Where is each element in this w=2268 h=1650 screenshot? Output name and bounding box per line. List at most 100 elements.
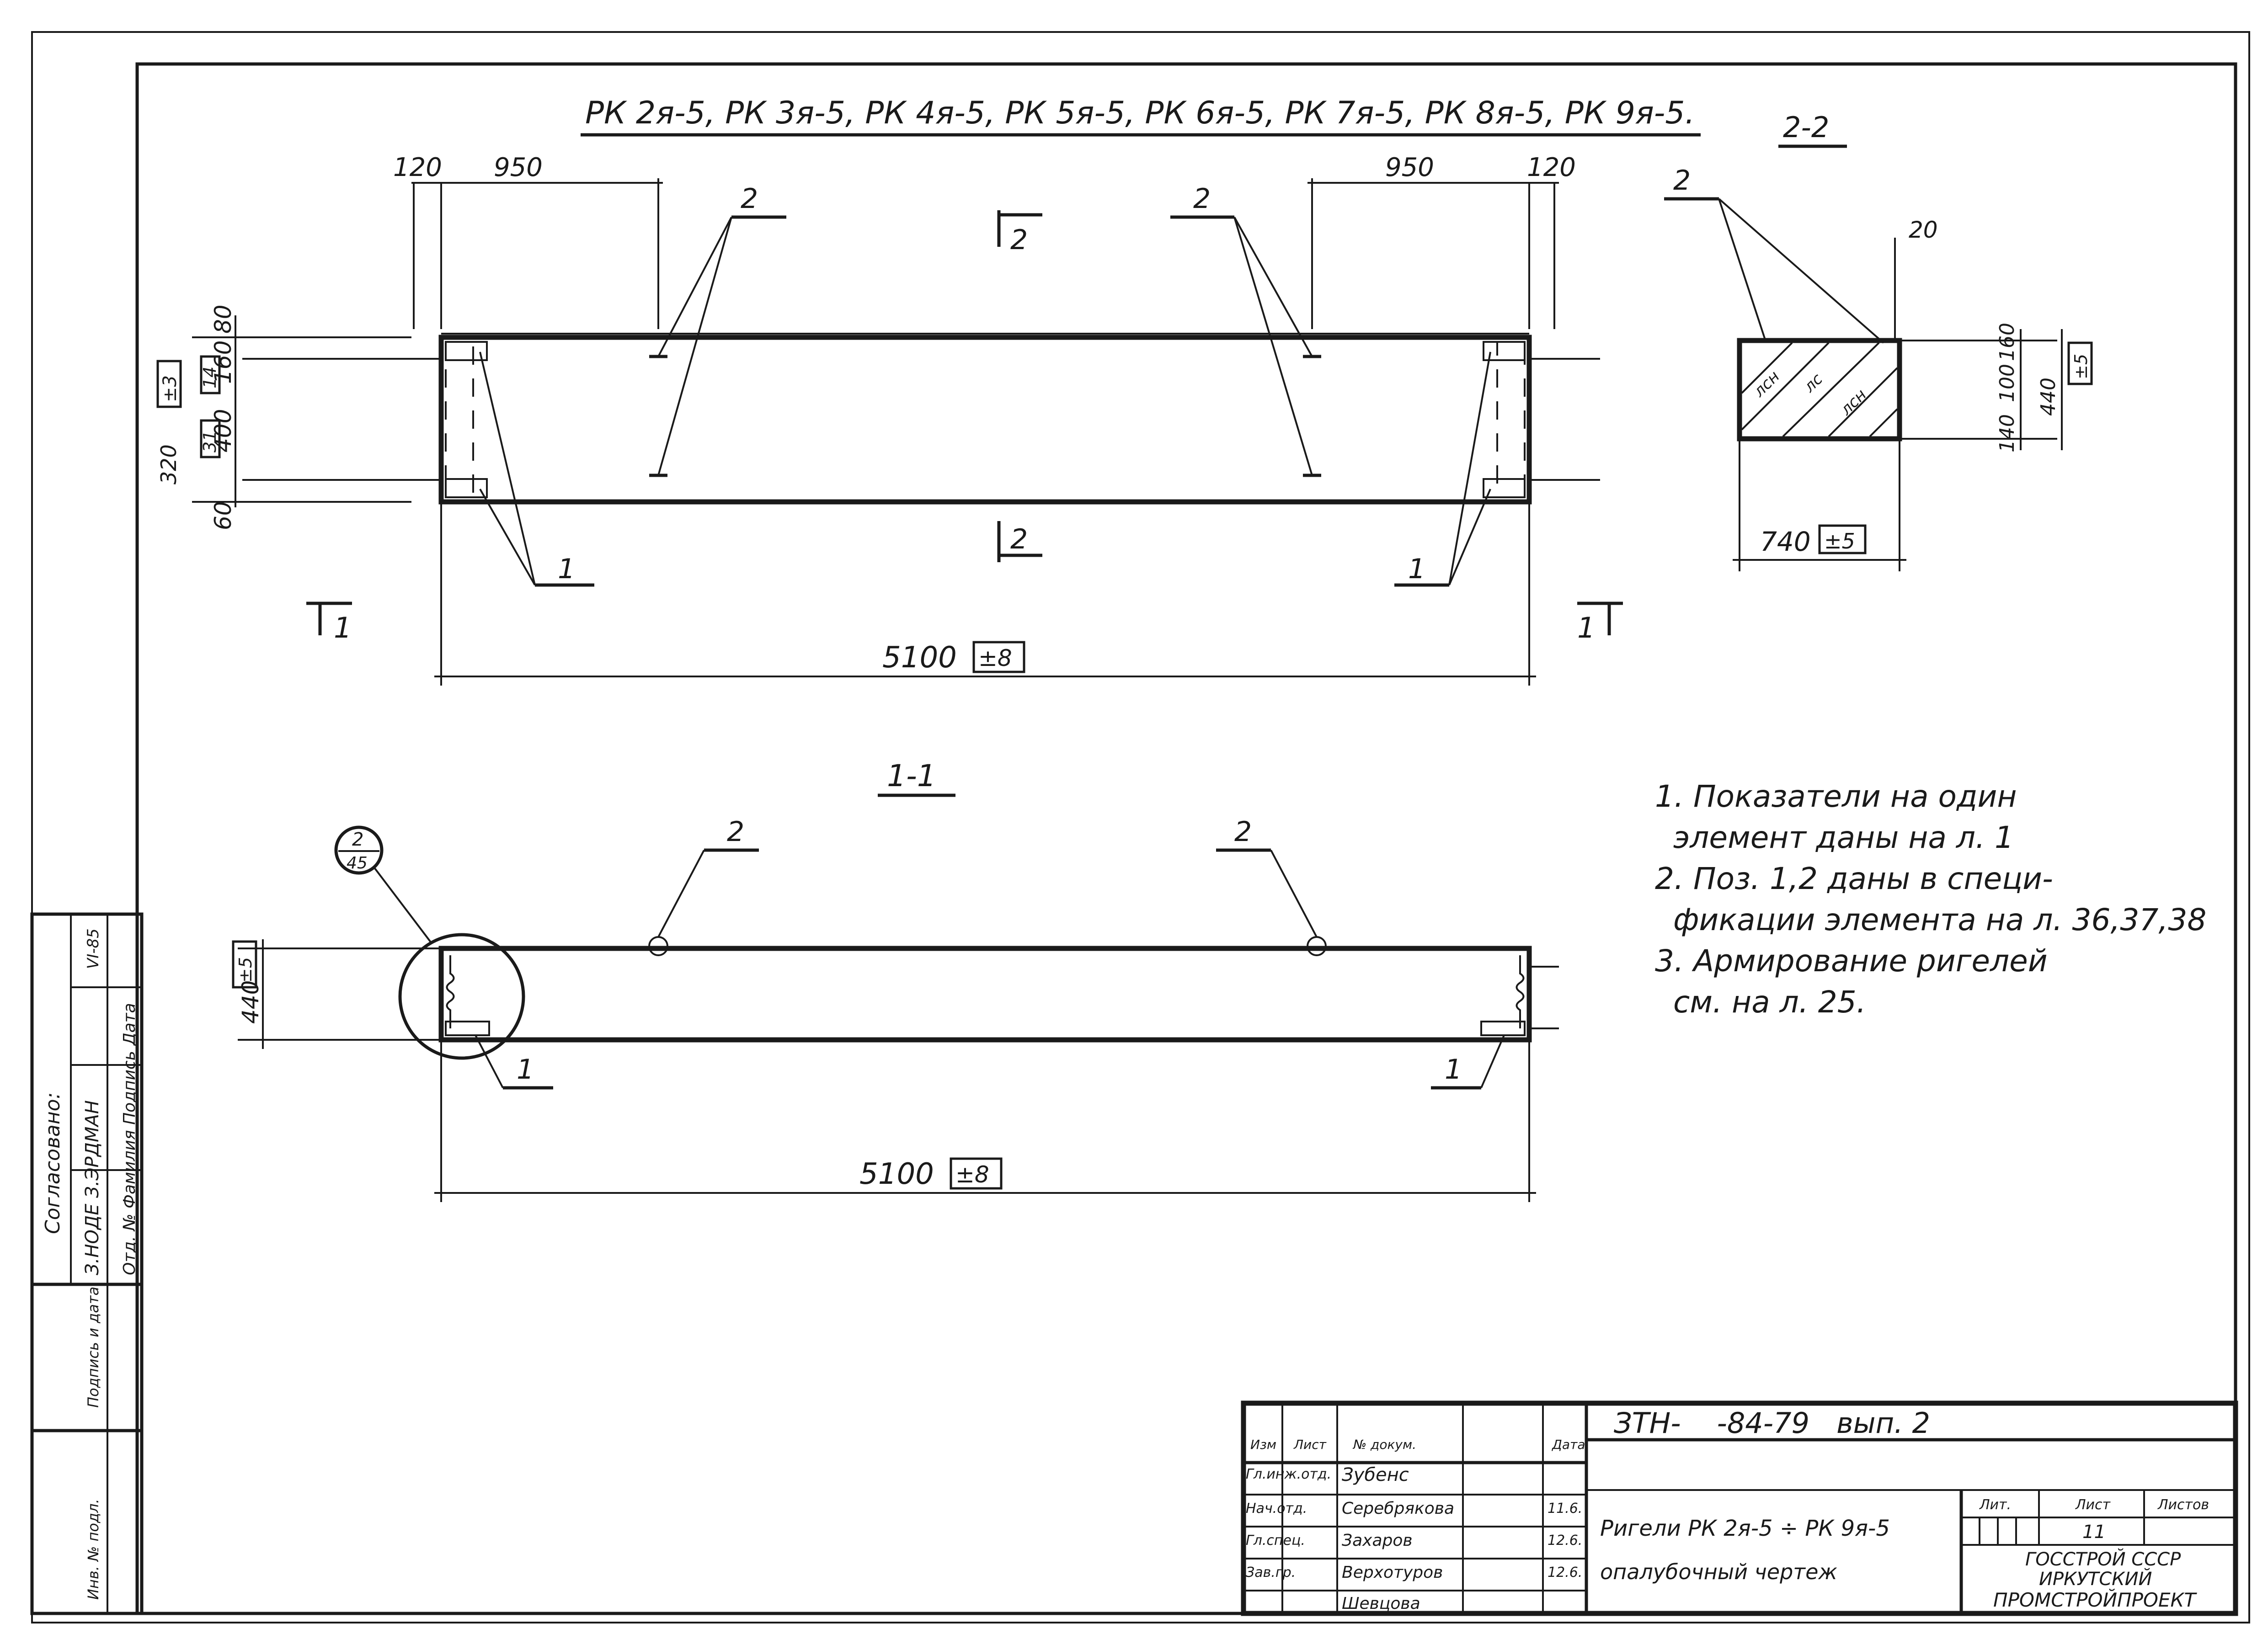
col-list: Лист (1293, 1437, 1327, 1452)
pos1-label-plan-left: 1 (517, 1054, 534, 1086)
pos1-leader (1480, 1035, 1505, 1088)
approval-date: VI-85 (84, 928, 102, 969)
stamp-date-1: 11.6. (1548, 1501, 1582, 1517)
col-izm: Изм (1250, 1437, 1276, 1452)
dim-140-section: 140 (1996, 414, 2019, 452)
pos1-leader (475, 1035, 504, 1088)
inner-frame (135, 62, 2237, 1615)
stamp-name-2: Серебрякова (1342, 1499, 1454, 1518)
note-line-1: 1. Показатели на один (1655, 779, 2017, 814)
note-line-3: 2. Поз. 1,2 даны в специ- (1655, 861, 2053, 896)
doc-title-1: Ригели РК 2я-5 ÷ РК 9я-5 (1600, 1516, 1890, 1541)
stamp-name-3: Захаров (1342, 1531, 1413, 1550)
beam-elevation-outline (438, 335, 1532, 505)
stamp-role-2: Нач.отд. (1246, 1501, 1307, 1517)
dim-440-section: 440 (2037, 378, 2060, 416)
dim-5100-plan: 5100 (859, 1157, 934, 1191)
pos1-leader (479, 489, 536, 585)
approval-row2: Отд. № Фамилия Подпись Дата (120, 1003, 139, 1275)
tol-8-plan: ±8 (955, 1161, 989, 1188)
view-2-2-label: 2-2 (1783, 111, 1829, 144)
section-note-1: лсн (1750, 367, 1783, 401)
embed-plate-bl (445, 478, 488, 498)
outer-border (31, 31, 2250, 1623)
dim-100-section: 100 (1996, 364, 2019, 402)
pos2-label-right: 2 (1193, 183, 1211, 215)
section-2-2: 2-2 лсн лс лсн 2 20 160 100 140 440 ±5 7… (1664, 111, 2093, 571)
pos2-label-plan-left: 2 (727, 816, 744, 848)
plate-plan-right (1480, 1021, 1526, 1036)
title-block: Изм Лист № докум. Дата Гл.инж.отд. Зубен… (1241, 1400, 2238, 1616)
sheet-label: Лист (2075, 1497, 2111, 1513)
side-320: 320 (156, 444, 181, 484)
lit-label: Лит. (1979, 1497, 2011, 1513)
note-line-4: фикации элемента на л. 36,37,38 (1673, 902, 2206, 937)
pos2-leader (657, 217, 732, 476)
title-block-frame (1241, 1400, 2238, 1616)
section-rect (1737, 338, 1902, 442)
dim-60: 60 (210, 501, 236, 530)
dim-5100-top: 5100 (882, 641, 957, 675)
cut-1-right-label: 1 (1577, 611, 1595, 644)
dim-120-left: 120 (393, 153, 442, 182)
side-box-14 (200, 355, 221, 394)
stamp-role-1: Гл.инж.отд. (1246, 1466, 1331, 1482)
tol-box-section-h (1818, 524, 1867, 554)
hatch (1869, 408, 1898, 437)
pos2-leader (1718, 198, 1766, 339)
dim-950-left: 950 (494, 153, 543, 182)
dim-160: 160 (210, 341, 236, 384)
pos1-label-right: 1 (1408, 553, 1425, 585)
cut-1-left-label: 1 (334, 611, 352, 644)
tol-5-section-v: ±5 (2071, 354, 2091, 379)
org-line-2: ИРКУТСКИЙ (2039, 1568, 2152, 1590)
stamp-name-4: Верхотуров (1342, 1563, 1443, 1582)
side-31: 31 (200, 431, 220, 452)
detail-callout (334, 825, 384, 875)
dim-160-section: 160 (1996, 323, 2019, 361)
org-line-3: ПРОМСТРОЙПРОЕКТ (1993, 1588, 2197, 1611)
view-1-1-label: 1-1 (887, 758, 936, 793)
section-note-3: лсн (1836, 386, 1870, 419)
detail-circle (398, 933, 525, 1060)
end-block-left (445, 341, 474, 498)
pos2-leader (1270, 850, 1318, 937)
side-tol-box (156, 360, 182, 408)
dim-20: 20 (1909, 217, 1938, 243)
pos2-label-left: 2 (741, 183, 758, 215)
hatch (1828, 367, 1898, 437)
end-bar-right (1516, 955, 1525, 1028)
cut-2-top-label: 2 (1010, 224, 1028, 256)
doc-code: ЗТН- -84-79 вып. 2 (1614, 1406, 1930, 1440)
hatch (1741, 342, 1830, 431)
tol-8-top: ±8 (978, 645, 1012, 671)
pos2-leader (1233, 217, 1313, 476)
elevation-view: 120 950 950 120 80 160 400 60 ±3 320 14 … (156, 153, 1623, 686)
col-doc: № докум. (1352, 1437, 1416, 1452)
plate-plan-left (445, 1021, 490, 1036)
section-note-2: лс (1800, 370, 1826, 396)
tol-box-section-v (2067, 341, 2093, 385)
pos2-leader (657, 850, 705, 937)
embed-plate-br (1483, 478, 1526, 498)
hatch (1782, 342, 1880, 437)
inv-box (30, 1429, 144, 1615)
col-date: Дата (1551, 1437, 1585, 1452)
embed-plate-tl (445, 341, 488, 361)
detail-ref-top: 2 (352, 829, 363, 850)
pos2-leader (1233, 217, 1313, 357)
hatch (1741, 342, 1793, 394)
approval-title: Согласовано: (41, 1092, 64, 1234)
detail-ref-bottom: 45 (347, 854, 368, 873)
side-tol: ±3 (160, 375, 181, 402)
pos1-leader (1448, 351, 1491, 585)
dim-950-right: 950 (1385, 153, 1434, 182)
pos2-label-section: 2 (1673, 165, 1691, 197)
detail-leader (374, 868, 433, 945)
pos2-label-plan-right: 2 (1234, 816, 1252, 848)
tol-5-section-h: ±5 (1824, 529, 1855, 554)
sign-date-label: Подпись и дата (85, 1287, 102, 1408)
pos1-leader (479, 351, 536, 585)
dim-400: 400 (210, 409, 236, 452)
